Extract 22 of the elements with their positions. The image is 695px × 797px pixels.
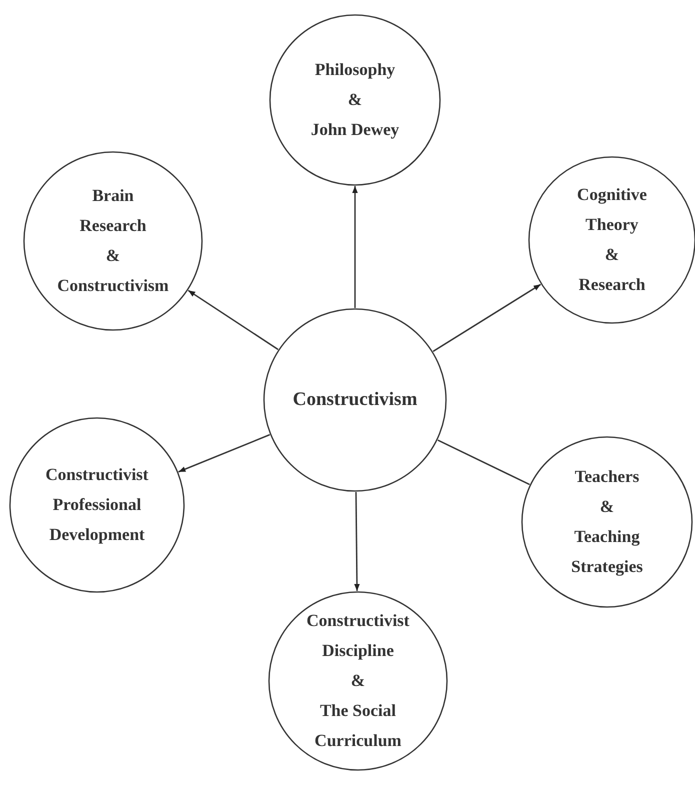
topic-label: & <box>106 245 120 267</box>
topic-label: The Social Curriculum <box>314 700 402 752</box>
arrow <box>178 434 270 472</box>
topic-label: & <box>350 670 366 692</box>
topic-label: Constructivist Discipline <box>306 610 410 662</box>
topic-label: Teachers <box>574 466 640 488</box>
topic-label: Philosophy <box>314 59 396 81</box>
topic-label: & <box>600 496 614 518</box>
arrow <box>354 492 360 592</box>
topic-label: Constructivism <box>57 275 169 297</box>
topic-label: Constructivism <box>292 388 418 412</box>
topic-label: Research <box>578 274 646 296</box>
topic-label: John Dewey <box>310 119 400 141</box>
topic-label: & <box>348 89 362 111</box>
topic-label: Teaching Strategies <box>571 526 643 578</box>
topic-label: Cognitive Theory <box>577 184 647 236</box>
topic-label: & <box>604 244 620 266</box>
topic-label: Brain Research <box>80 185 146 237</box>
arrow <box>432 284 542 352</box>
topic-label: Constructivist Professional Development <box>44 464 150 546</box>
arrow <box>352 186 358 308</box>
arrow <box>188 290 278 350</box>
